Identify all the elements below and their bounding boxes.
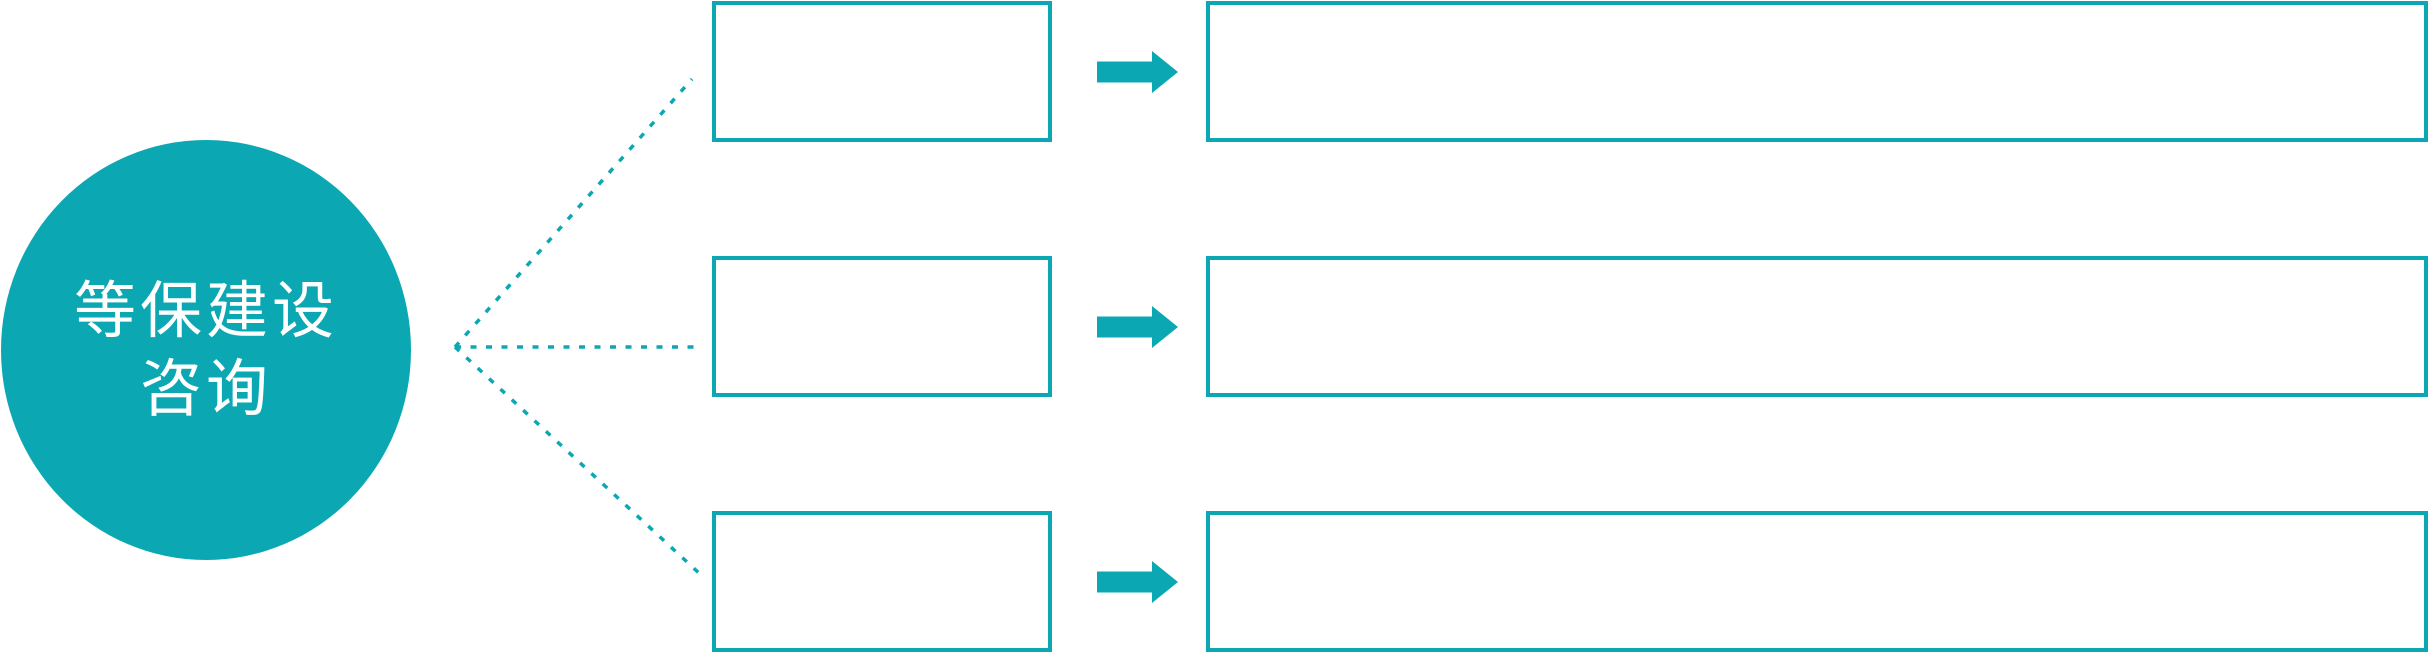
root-node-label-line2: 咨询 xyxy=(139,352,272,425)
root-node-label-line1: 等保建设 xyxy=(73,274,338,347)
right-arrow-icon xyxy=(1097,51,1178,93)
large-box-row-2 xyxy=(1206,256,2428,397)
right-arrow-icon xyxy=(1097,561,1178,603)
root-node-circle: 等保建设 咨询 xyxy=(1,140,411,560)
small-box-row-1 xyxy=(712,1,1052,142)
large-box-row-3 xyxy=(1206,511,2428,652)
dotted-connector-top xyxy=(453,77,694,349)
large-box-row-1 xyxy=(1206,1,2428,142)
small-box-row-3 xyxy=(712,511,1052,652)
dotted-connector-bottom xyxy=(453,345,702,576)
small-box-row-2 xyxy=(712,256,1052,397)
right-arrow-icon xyxy=(1097,306,1178,348)
